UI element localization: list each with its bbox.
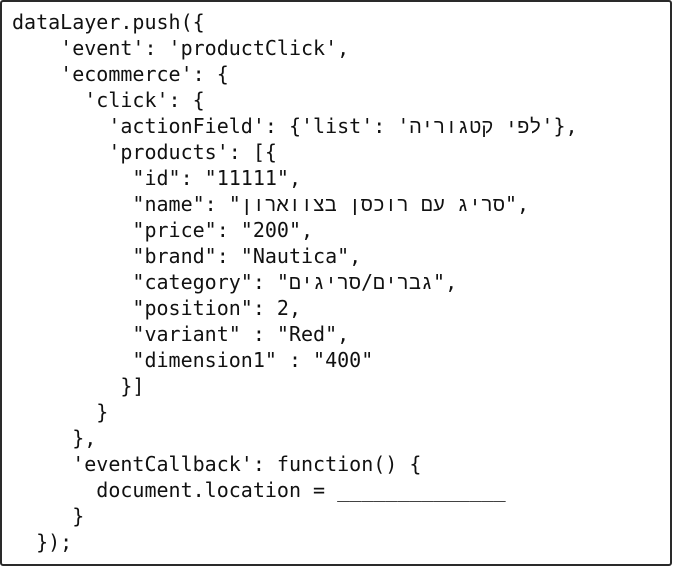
- hebrew-category-value: גברים/סריגים: [288, 270, 434, 294]
- code-line-5: 'actionField': {'list': 'לפי קטגוריה'},: [108, 114, 578, 138]
- code-line-6: 'products': [{: [108, 140, 277, 164]
- code-snippet-panel: dataLayer.push({ 'event': 'productClick'…: [0, 0, 672, 566]
- code-line-18: 'eventCallback': function() {: [72, 452, 422, 476]
- code-line-2: 'event': 'productClick',: [60, 36, 350, 60]
- code-line-10: "brand": "Nautica",: [132, 244, 362, 268]
- code-line-13: "variant" : "Red",: [132, 322, 350, 346]
- code-line-19: document.location = ______________: [96, 478, 506, 502]
- hebrew-list-value: לפי קטגוריה: [409, 114, 542, 138]
- code-line-7: "id": "11111",: [132, 166, 301, 190]
- code-line-20: }: [72, 504, 85, 528]
- code-line-9: "price": "200",: [132, 218, 314, 242]
- code-line-14: "dimension1" : "400": [132, 348, 374, 372]
- code-line-21: });: [36, 530, 73, 554]
- code-block: dataLayer.push({ 'event': 'productClick'…: [12, 9, 578, 555]
- code-line-3: 'ecommerce': {: [60, 62, 229, 86]
- code-line-11: "category": "גברים/סריגים",: [132, 270, 458, 294]
- code-line-17: },: [72, 426, 97, 450]
- code-line-1: dataLayer.push({: [12, 10, 205, 34]
- code-line-16: }: [96, 400, 109, 424]
- code-line-4: 'click': {: [84, 88, 205, 112]
- hebrew-name-value: סריג עם רוכסן בצווארון: [240, 192, 505, 216]
- code-line-15: }]: [120, 374, 145, 398]
- code-line-12: "position": 2,: [132, 296, 301, 320]
- code-line-8: "name": "סריג עם רוכסן בצווארון",: [132, 192, 530, 216]
